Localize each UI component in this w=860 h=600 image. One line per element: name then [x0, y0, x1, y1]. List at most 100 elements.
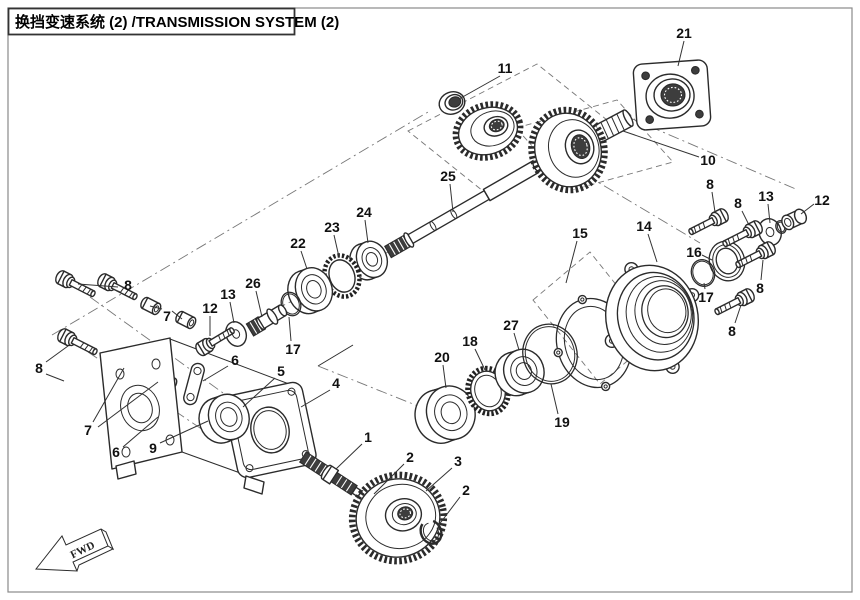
- page-border: [7, 7, 853, 593]
- part-callout-20: 20: [434, 349, 450, 365]
- part-callout-17: 17: [698, 289, 714, 305]
- leader-line: [767, 203, 771, 224]
- part-25-input-shaft: [383, 159, 542, 259]
- part-callout-12: 12: [202, 300, 218, 316]
- leader-line: [800, 203, 815, 215]
- part-26-sleeve: [245, 304, 288, 337]
- part-17-oring: [690, 259, 716, 287]
- part-callout-13: 13: [758, 188, 774, 204]
- part-callout-21: 21: [676, 25, 692, 41]
- leader-line: [734, 304, 742, 324]
- leader-line: [741, 210, 750, 226]
- fwd-arrow: FWD: [35, 528, 115, 572]
- part-8-bolt: [719, 218, 766, 252]
- part-callout-11: 11: [498, 60, 513, 76]
- part-callout-9: 9: [149, 440, 157, 456]
- part-callout-12: 12: [814, 192, 830, 208]
- leader-line: [202, 365, 229, 382]
- leader-line: [229, 301, 235, 324]
- leader-line: [255, 290, 263, 318]
- part-4-housing: [99, 337, 317, 495]
- leader-line: [288, 316, 292, 342]
- part-callout-10: 10: [700, 152, 716, 168]
- leader-line: [565, 240, 578, 284]
- part-2-snap-ring: [419, 519, 443, 545]
- leader-line: [701, 254, 713, 261]
- part-callout-8: 8: [124, 277, 132, 293]
- leader-line: [550, 383, 559, 415]
- part-8-bolt: [685, 206, 732, 240]
- part-22-bearing: [287, 267, 334, 315]
- part-21-flange: [632, 59, 712, 131]
- part-callout-16: 16: [686, 244, 702, 260]
- leader-line: [442, 364, 447, 389]
- bolt-icon: [54, 326, 101, 360]
- leader-line: [513, 332, 520, 351]
- leader-line: [300, 250, 308, 270]
- part-20-bearing: [414, 385, 476, 444]
- leader-line: [112, 288, 121, 293]
- part-12-nut: [781, 208, 808, 231]
- part-19-oring: [522, 323, 578, 385]
- part-callout-6: 6: [231, 352, 239, 368]
- bolt-icon: [94, 271, 141, 305]
- part-callout-26: 26: [245, 275, 261, 291]
- part-callout-23: 23: [324, 219, 340, 235]
- leader-line: [300, 389, 331, 408]
- leader-line: [45, 345, 69, 363]
- part-callout-8: 8: [756, 280, 764, 296]
- leader-line: [474, 348, 486, 371]
- part-callout-18: 18: [462, 333, 478, 349]
- part-callout-8: 8: [728, 323, 736, 339]
- part-callout-24: 24: [356, 204, 372, 220]
- leader-line: [622, 130, 700, 158]
- diagram-title: 换挡变速系统 (2) /TRANSMISSION SYSTEM (2): [15, 13, 339, 31]
- leader-line: [77, 283, 119, 288]
- leader-line: [437, 496, 461, 527]
- part-callout-19: 19: [554, 414, 570, 430]
- part-callout-2: 2: [462, 482, 470, 498]
- part-callout-6: 6: [112, 444, 120, 460]
- leader-line: [159, 420, 209, 444]
- leader-line: [760, 259, 764, 281]
- part-callout-13: 13: [220, 286, 236, 302]
- part-callout-2: 2: [406, 449, 414, 465]
- part-11-nut: [438, 91, 466, 115]
- leader-line: [364, 219, 369, 244]
- part-top-gear: [452, 101, 524, 161]
- leader-line: [242, 377, 276, 408]
- leader-line: [703, 282, 706, 290]
- part-10-bevel-gear: [528, 106, 634, 194]
- leader-line: [425, 467, 453, 492]
- part-callout-4: 4: [332, 375, 340, 391]
- part-callout-7: 7: [163, 308, 171, 324]
- leader-line: [373, 463, 405, 495]
- title-block: 换挡变速系统 (2) /TRANSMISSION SYSTEM (2): [7, 7, 339, 36]
- part-callout-25: 25: [440, 168, 456, 184]
- part-callout-8: 8: [35, 360, 43, 376]
- part-callout-15: 15: [572, 225, 588, 241]
- leader-line: [122, 416, 159, 448]
- part-callout-8: 8: [706, 176, 714, 192]
- leader-line: [711, 191, 716, 213]
- part-callout-14: 14: [636, 218, 652, 234]
- part-14-bearing-housing: [604, 262, 700, 374]
- part-callout-3: 3: [454, 453, 462, 469]
- part-callout-8: 8: [734, 195, 742, 211]
- leader-line: [449, 183, 454, 213]
- leader-line: [333, 234, 340, 258]
- part-callout-7: 7: [84, 422, 92, 438]
- part-27-bearing: [494, 348, 545, 397]
- leader-line: [45, 373, 65, 382]
- part-callout-22: 22: [290, 235, 306, 251]
- leader-line: [458, 75, 501, 100]
- part-callout-1: 1: [364, 429, 372, 445]
- part-callout-27: 27: [503, 317, 519, 333]
- part-callout-17: 17: [285, 341, 301, 357]
- part-8-bolt: [711, 286, 758, 320]
- link-plate-icon: [181, 361, 207, 407]
- leader-line: [335, 443, 363, 470]
- leader-line: [92, 367, 125, 423]
- part-3-gear: [348, 471, 448, 565]
